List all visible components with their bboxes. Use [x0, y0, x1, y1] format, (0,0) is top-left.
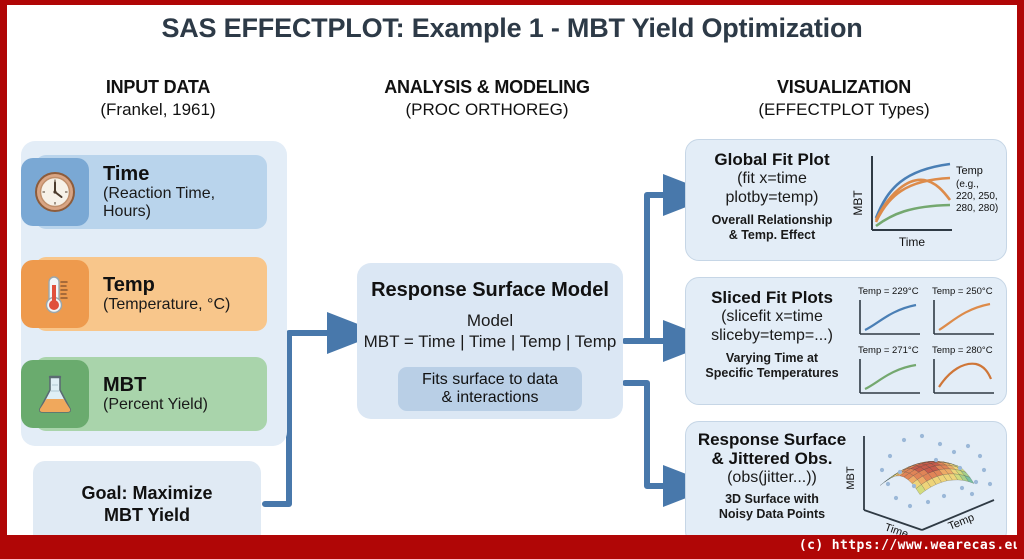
model-pill-text: Fits surface to data & interactions [422, 371, 558, 408]
variable-desc-mbt: (Percent Yield) [103, 396, 208, 414]
goal-line-1: Goal: Maximize [81, 482, 213, 503]
clock-icon [21, 158, 89, 226]
variable-text-temp: Temp (Temperature, °C) [103, 274, 230, 314]
global-fit-note-line-2: & Temp. Effect [728, 227, 816, 242]
sliced-fit-text-block: Sliced Fit Plots (slicefit x=time sliceb… [692, 288, 852, 381]
global-fit-ylabel: MBT [852, 190, 865, 216]
global-fit-legend-line-3: 280, 280) [956, 203, 998, 214]
model-equation: MBT = Time | Time | Temp | Temp [363, 332, 617, 351]
arrow-model-to-global-fit [622, 174, 717, 344]
model-subtitle: Model [466, 311, 514, 330]
page-title: SAS EFFECTPLOT: Example 1 - MBT Yield Op… [161, 13, 863, 43]
sliced-fit-grid: Temp = 229°C Temp = 250°C Temp = 271°C T… [852, 284, 1000, 400]
model-pill-line-2: & interactions [441, 389, 539, 406]
slice-label-1: Temp = 229°C [858, 286, 919, 297]
global-fit-xlabel: Time [899, 235, 926, 249]
goal-text: Goal: Maximize MBT Yield [81, 482, 212, 527]
column-header-analysis-main: ANALYSIS & MODELING [384, 77, 590, 97]
variable-name-temp: Temp [103, 273, 155, 296]
response-surface-text-block: Response Surface & Jittered Obs. (obs(ji… [692, 430, 852, 522]
global-fit-legend-title: Temp [956, 165, 983, 177]
thermometer-icon [21, 260, 89, 328]
global-fit-code-line-2: plotby=temp) [725, 189, 819, 207]
arrow-model-to-response-surface [622, 380, 717, 507]
column-header-input: INPUT DATA (Frankel, 1961) [27, 77, 289, 120]
column-header-visualization-sub: (EFFECTPLOT Types) [758, 100, 930, 119]
slice-label-3: Temp = 271°C [858, 345, 919, 356]
variable-text-mbt: MBT (Percent Yield) [103, 374, 208, 414]
global-fit-code-line-1: (fit x=time [737, 170, 807, 188]
response-surface-ylabel: Temp [947, 512, 976, 533]
global-fit-text-block: Global Fit Plot (fit x=time plotby=temp)… [692, 150, 852, 243]
response-surface-model-box: Response Surface Model Model MBT = Time … [357, 263, 623, 419]
footer-bar: (c) https://www.wearecas.eu [7, 535, 1017, 559]
model-pill-line-1: Fits surface to data [421, 370, 559, 388]
visualization-card-sliced-fit-plots[interactable]: Sliced Fit Plots (slicefit x=time sliceb… [685, 277, 1007, 405]
column-header-input-main: INPUT DATA [105, 77, 211, 97]
flask-icon [21, 360, 89, 428]
response-surface-chart: MBT Time Temp [844, 426, 1004, 542]
model-title: Response Surface Model [371, 279, 609, 301]
visualization-card-global-fit-plot[interactable]: Global Fit Plot (fit x=time plotby=temp)… [685, 139, 1007, 261]
sliced-fit-code-line-1: (slicefit x=time [721, 308, 823, 326]
goal-line-2: MBT Yield [103, 505, 190, 525]
variable-card-mbt[interactable]: MBT (Percent Yield) [21, 357, 267, 431]
variable-text-time: Time (Reaction Time, Hours) [103, 163, 267, 221]
variable-desc-time: (Reaction Time, Hours) [103, 185, 216, 221]
response-surface-note-line-1: 3D Surface with [725, 492, 819, 507]
sliced-fit-note-line-2: Specific Temperatures [705, 365, 839, 380]
sliced-fit-note-line-1: Varying Time at [725, 350, 819, 365]
slice-label-2: Temp = 250°C [932, 286, 993, 297]
response-surface-title-line-1: Response Surface [697, 430, 847, 449]
global-fit-note-line-1: Overall Relationship [711, 212, 833, 227]
variable-name-mbt: MBT [103, 373, 147, 396]
model-pill: Fits surface to data & interactions [398, 367, 582, 411]
column-header-visualization: VISUALIZATION (EFFECTPLOT Types) [679, 77, 1009, 120]
footer-credit: (c) https://www.wearecas.eu [798, 538, 1017, 553]
column-header-visualization-main: VISUALIZATION [776, 77, 912, 97]
variable-name-time: Time [103, 162, 150, 185]
sliced-fit-code-line-2: sliceby=temp=...) [711, 327, 833, 345]
slice-label-4: Temp = 280°C [932, 345, 993, 356]
variable-desc-temp: (Temperature, °C) [103, 296, 231, 314]
visualization-card-response-surface[interactable]: Response Surface & Jittered Obs. (obs(ji… [685, 421, 1007, 545]
poster-canvas: SAS EFFECTPLOT: Example 1 - MBT Yield Op… [7, 5, 1017, 559]
response-surface-code-line-1: (obs(jitter...)) [727, 469, 817, 487]
global-fit-legend-line-2: 220, 250, [956, 191, 998, 202]
goal-box: Goal: Maximize MBT Yield [33, 461, 261, 547]
variable-card-time[interactable]: Time (Reaction Time, Hours) [21, 155, 267, 229]
global-fit-title: Global Fit Plot [714, 150, 830, 169]
global-fit-chart: MBT Time Temp (e.g., 220, 250, 280, 280) [852, 148, 1002, 254]
response-surface-note-line-2: Noisy Data Points [718, 507, 826, 522]
column-header-analysis-sub: (PROC ORTHOREG) [405, 100, 569, 119]
global-fit-legend-line-1: (e.g., [956, 179, 979, 190]
response-surface-title-line-2: & Jittered Obs. [711, 449, 833, 469]
column-header-input-sub: (Frankel, 1961) [100, 100, 216, 119]
column-header-analysis: ANALYSIS & MODELING (PROC ORTHOREG) [337, 77, 637, 120]
response-surface-zlabel: MBT [845, 466, 857, 490]
variable-card-temp[interactable]: Temp (Temperature, °C) [21, 257, 267, 331]
sliced-fit-title: Sliced Fit Plots [711, 288, 833, 307]
